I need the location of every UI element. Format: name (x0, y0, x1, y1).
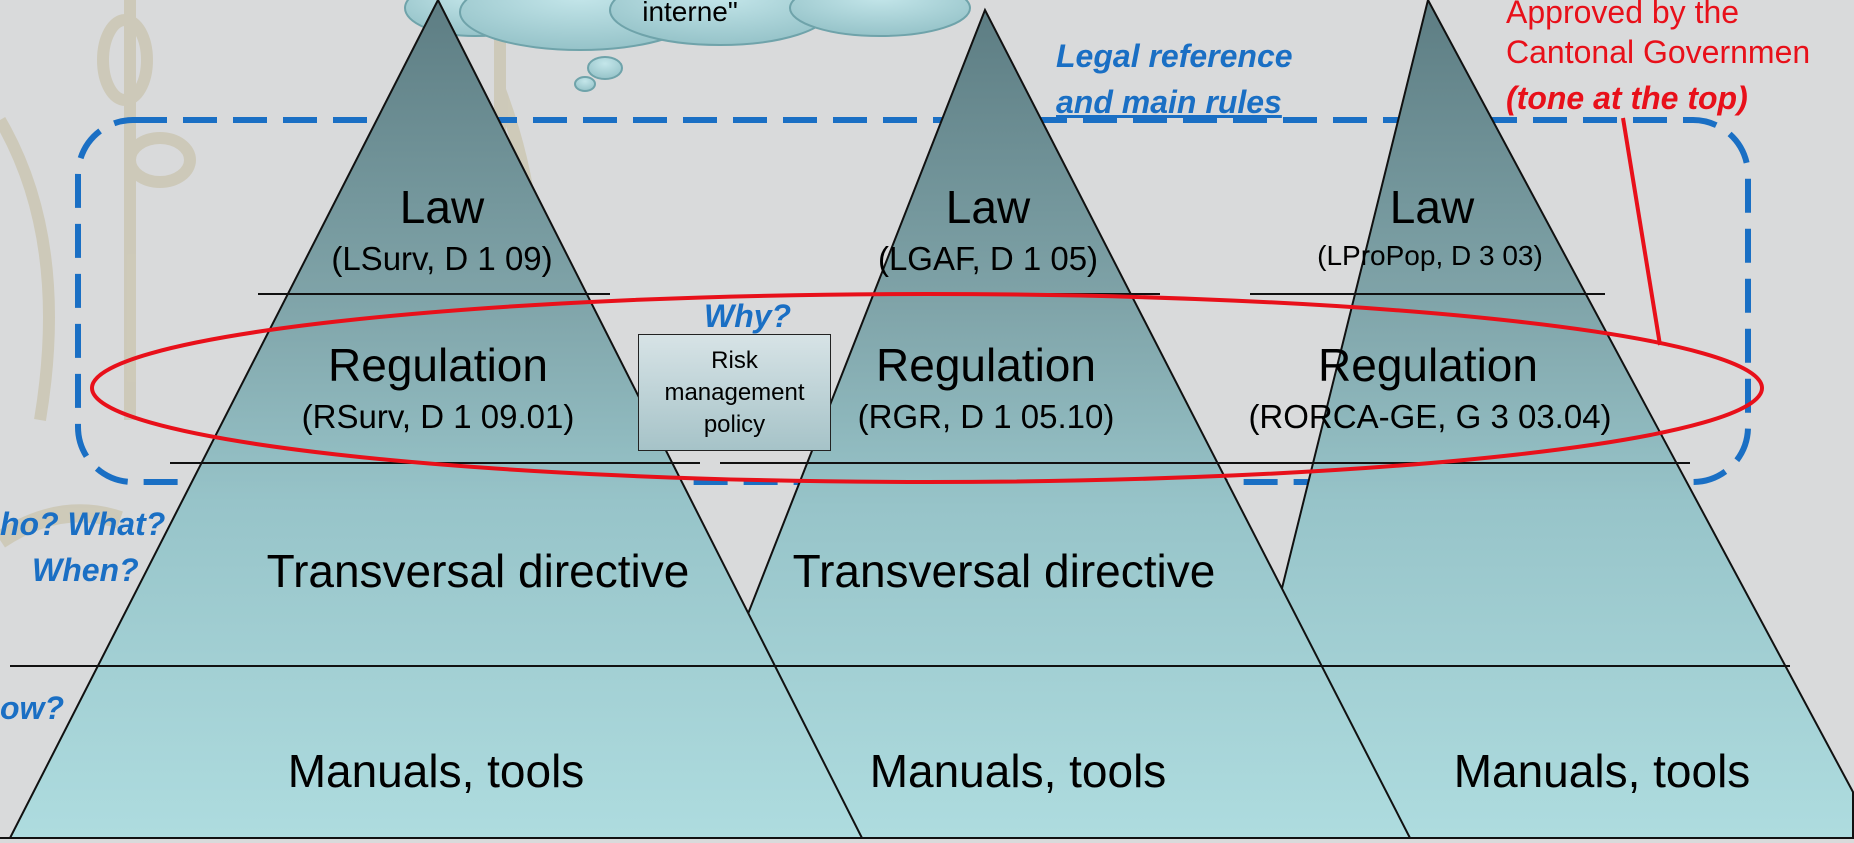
how-label: ow? (0, 690, 64, 726)
pyramid-1-law-ref: (LSurv, D 1 09) (331, 240, 553, 277)
pyramid-2-directive: Transversal directive (792, 545, 1216, 597)
pyramid-3-law-ref: (LProPop, D 3 03) (1317, 240, 1543, 271)
legal-reference-label-line2: and main rules (1056, 84, 1282, 120)
thought-cloud (404, 0, 971, 92)
pyramid-3-manuals: Manuals, tools (1453, 745, 1751, 797)
pyramid-1-law-title: Law (399, 181, 485, 233)
pyramid-3-regulation-title: Regulation (1318, 339, 1538, 391)
pyramid-2-manuals: Manuals, tools (869, 745, 1167, 797)
approval-pointer (1621, 117, 1662, 346)
pyramid-2-regulation-ref: (RGR, D 1 05.10) (857, 398, 1115, 435)
who-what-label-line2: When? (32, 552, 139, 588)
who-what-label-line1: ho? What? (0, 506, 166, 542)
pyramid-3-regulation-ref: (RORCA-GE, G 3 03.04) (1248, 398, 1612, 435)
pyramid-2-law-title: Law (945, 181, 1031, 233)
risk-management-policy-box: Risk management policy (638, 334, 831, 451)
pyramid-1-directive: Transversal directive (266, 545, 690, 597)
approval-label-line3: (tone at the top) (1506, 80, 1748, 116)
approval-label-line1: Approved by the (1506, 0, 1740, 30)
approval-ellipse (90, 292, 1764, 484)
pyramid-2-law-ref: (LGAF, D 1 05) (877, 240, 1099, 277)
pyramid-1-regulation-title: Regulation (328, 339, 548, 391)
cloud-text: interne" (642, 0, 738, 27)
why-label: Why? (704, 298, 792, 334)
pyramid-1-manuals: Manuals, tools (287, 745, 585, 797)
pyramid-3-law-title: Law (1389, 181, 1475, 233)
pyramid-2-regulation-title: Regulation (876, 339, 1096, 391)
pyramid-1-regulation-ref: (RSurv, D 1 09.01) (301, 398, 575, 435)
legal-reference-label-line1: Legal reference (1056, 38, 1293, 74)
approval-label-line2: Cantonal Governmen (1506, 34, 1811, 70)
